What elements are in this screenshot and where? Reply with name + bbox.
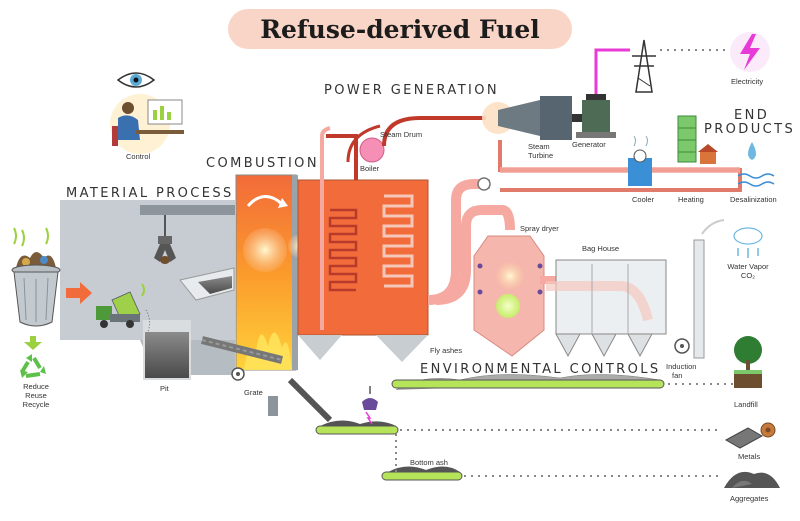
crane-claw-icon <box>154 236 176 264</box>
truck-icon <box>96 283 151 333</box>
label-metals: Metals <box>738 452 761 461</box>
env-conveyor <box>391 374 735 391</box>
building-icon <box>677 115 697 163</box>
label-desalinization: Desalinization <box>730 195 777 204</box>
recycle-icon <box>20 336 46 378</box>
boiler <box>297 126 429 362</box>
label-recycle: Recycle <box>22 400 50 409</box>
flue-gas-duct <box>427 177 515 305</box>
spray-dryer <box>473 235 560 357</box>
label-electricity: Electricity <box>731 77 764 86</box>
label-boiler: Boiler <box>360 164 380 173</box>
label-steam-drum: Steam Drum <box>380 130 423 139</box>
section-material-process: MATERIAL PROCESS <box>66 186 234 201</box>
label-reuse: Reuse <box>25 391 47 400</box>
grate <box>179 267 283 416</box>
label-bag-house: Bag House <box>582 244 620 253</box>
label-landfill: Landfill <box>734 400 758 409</box>
label-reduce: Reduce <box>23 382 49 391</box>
label-grate: Grate <box>244 388 263 397</box>
section-end-products-2: PRODUCTS <box>704 122 796 137</box>
steam-piping <box>346 116 742 192</box>
label-bottom-ash: Bottom ash <box>410 458 448 467</box>
house-icon <box>698 144 718 164</box>
section-environmental-controls: ENVIRONMENTAL CONTROLS <box>420 362 661 377</box>
control-operator-icon <box>110 94 184 154</box>
label-water-vapor: Water Vapor <box>727 262 769 271</box>
label-pit: Pit <box>160 384 169 393</box>
label-control: Control <box>126 152 151 161</box>
magnet-icon <box>362 386 378 425</box>
section-end-products-1: END <box>734 108 770 123</box>
rock-pile-icon <box>724 471 780 488</box>
title-pill: Refuse-derived Fuel <box>228 9 572 49</box>
label-induction: Induction <box>666 362 697 371</box>
material-process-building <box>60 200 235 380</box>
water-drop-icon <box>737 142 775 187</box>
label-co2: CO₂ <box>740 271 756 280</box>
eye-icon <box>116 72 156 88</box>
cloud-icon <box>733 227 763 258</box>
label-fly-ashes: Fly ashes <box>430 346 463 355</box>
label-heating: Heating <box>678 195 704 204</box>
tree-icon <box>734 336 762 388</box>
label-cooler: Cooler <box>632 195 655 204</box>
combustion-chamber <box>235 174 312 371</box>
cooler <box>628 135 652 186</box>
power-line <box>594 48 630 94</box>
label-generator: Generator <box>572 140 606 149</box>
label-turbine: Turbine <box>528 151 554 160</box>
label-aggregates: Aggregates <box>730 494 769 503</box>
fan-icon <box>674 219 725 359</box>
metal-bars-icon <box>724 422 776 449</box>
page-title: Refuse-derived Fuel <box>260 14 540 44</box>
label-fan: fan <box>672 371 683 380</box>
label-steam: Steam <box>528 142 550 151</box>
steam-turbine <box>482 96 582 140</box>
lightning-icon <box>730 32 770 72</box>
section-combustion: COMBUSTION <box>206 156 319 171</box>
feed-arrow <box>66 282 92 304</box>
bag-house <box>546 259 667 358</box>
section-power-generation: POWER GENERATION <box>324 83 500 98</box>
ash-conveyors <box>287 377 720 481</box>
pylon-icon <box>632 39 656 93</box>
generator <box>576 94 616 138</box>
trash-can-icon <box>11 227 61 327</box>
label-spray-dryer: Spray dryer <box>520 224 559 233</box>
